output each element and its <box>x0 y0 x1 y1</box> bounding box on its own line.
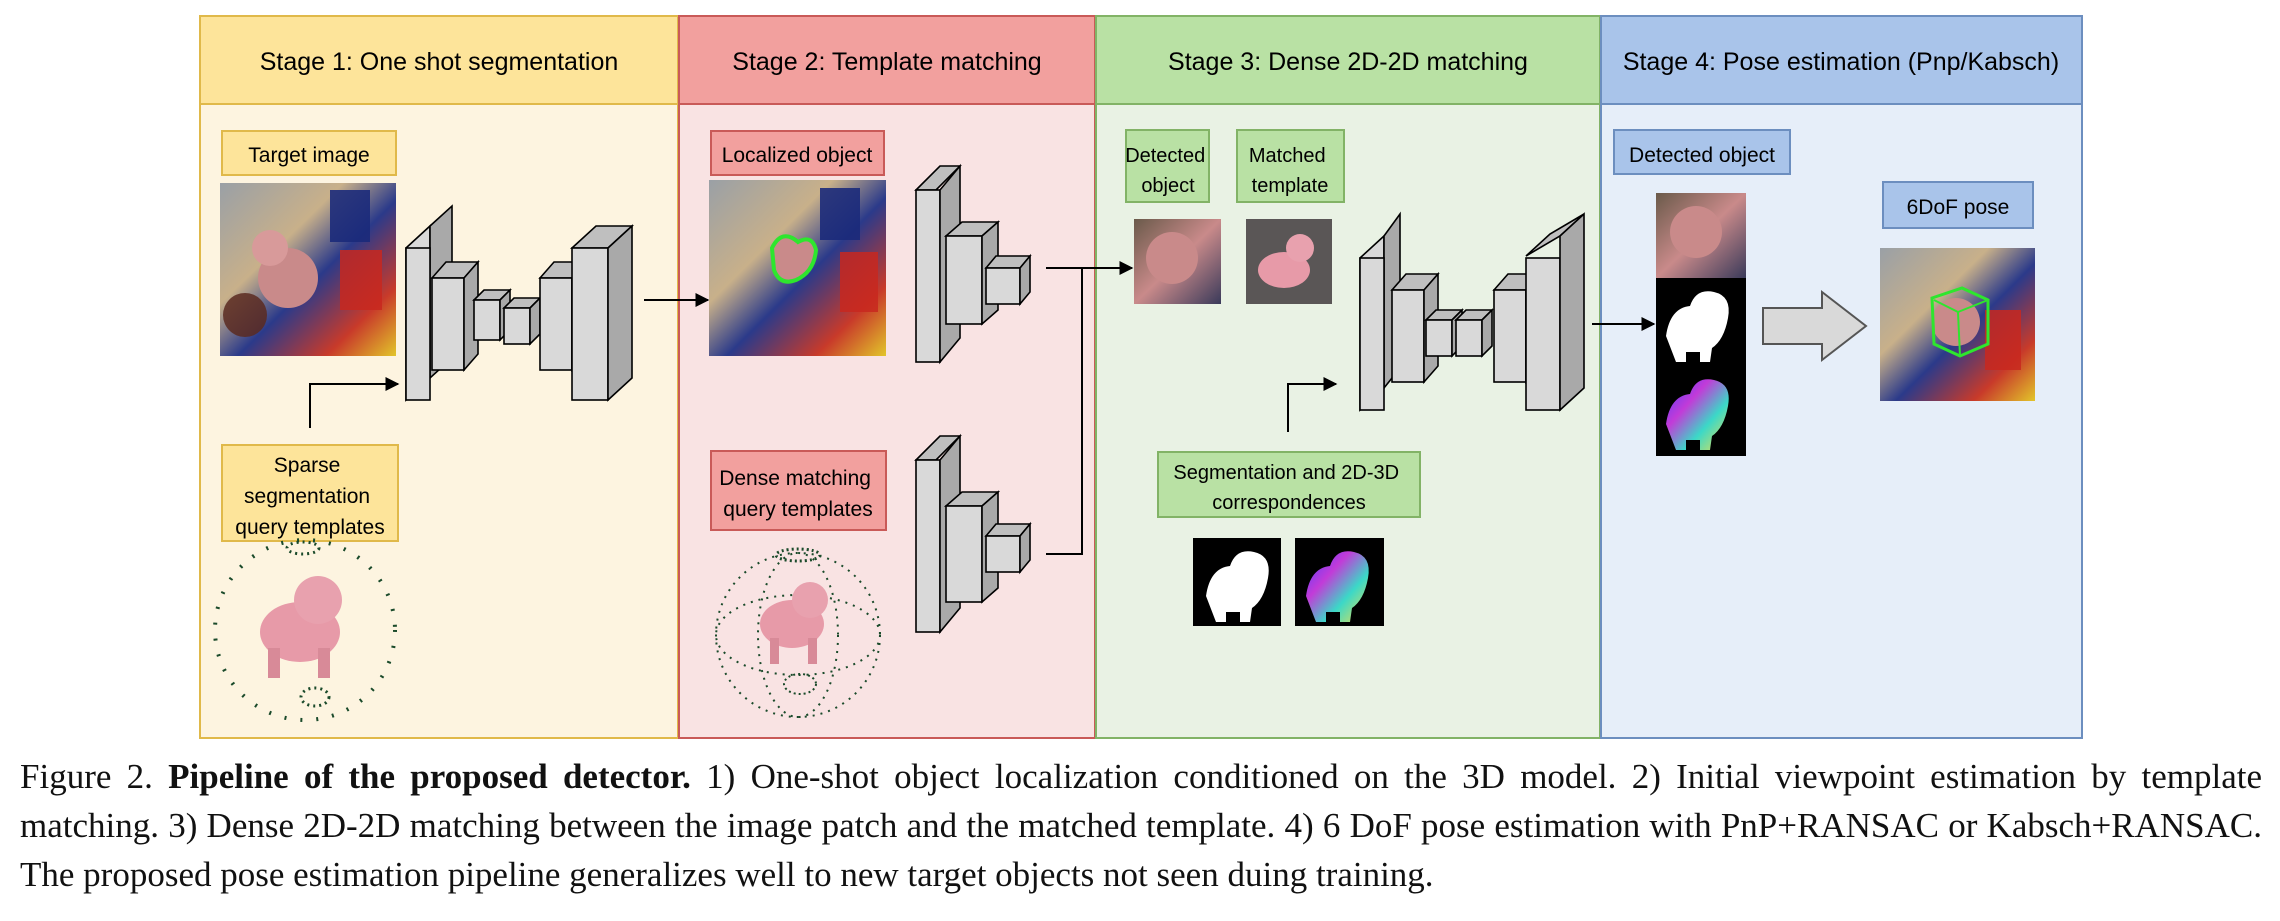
viewpoint-sphere-icon <box>213 538 397 722</box>
detected-object-stack <box>1656 193 1746 456</box>
stage-2-panel: Stage 2: Template matching <box>678 15 1096 739</box>
caption-text: 1) One-shot object localization conditio… <box>20 757 2262 894</box>
pipeline-figure: Stage 1: One shot segmentation Stage 2: … <box>199 15 2083 739</box>
detected-object-patch <box>1134 219 1221 304</box>
dense-templates-label-box <box>710 450 887 531</box>
seg-correspondences-label-box <box>1157 451 1421 518</box>
pose-result-image <box>1880 248 2035 401</box>
encoder-decoder-network-icon <box>405 204 635 402</box>
sparse-templates-label-box <box>221 444 399 542</box>
localized-object-label-box <box>710 130 885 176</box>
stage-3-panel: Stage 3: Dense 2D-2D matching <box>1095 15 1601 739</box>
localized-object-image <box>709 180 886 356</box>
detected-object-label: Detected object <box>1125 145 1211 197</box>
block-arrow-icon <box>1762 289 1868 363</box>
pose-6dof-label: 6DoF pose <box>1907 196 2010 219</box>
stage-1-title: Stage 1: One shot segmentation <box>260 48 619 76</box>
encoder-network-icon <box>914 163 1032 365</box>
localized-object-label: Localized object <box>722 144 873 167</box>
encoder-network-icon <box>914 433 1032 635</box>
viewpoint-sphere-icon <box>715 547 881 718</box>
correspondence-map <box>1295 538 1384 626</box>
arrow-icon <box>1287 377 1338 432</box>
sparse-templates-label: Sparse segmentation query templates <box>235 454 384 539</box>
target-image-label: Target image <box>248 144 369 167</box>
figure-caption: Figure 2. Pipeline of the proposed detec… <box>20 752 2262 899</box>
dense-templates-label: Dense matching query templates <box>719 467 877 521</box>
segmentation-mask <box>1193 538 1281 626</box>
stage-3-title: Stage 3: Dense 2D-2D matching <box>1168 48 1528 76</box>
seg-correspondences-label: Segmentation and 2D-3D correspondences <box>1173 462 1404 514</box>
arrow-icon <box>1046 268 1083 555</box>
pose-6dof-label-box <box>1882 181 2034 229</box>
caption-prefix: Figure 2. <box>20 757 169 796</box>
matched-template-label: Matched template <box>1249 145 1331 197</box>
stage-4-title: Stage 4: Pose estimation (Pnp/Kabsch) <box>1623 48 2059 76</box>
detected-object-s4-label-box <box>1613 129 1791 175</box>
arrow-icon <box>309 377 400 428</box>
stage-2-title: Stage 2: Template matching <box>732 48 1041 76</box>
matched-template-patch <box>1246 219 1332 304</box>
target-image-label-box <box>221 130 397 176</box>
detected-object-label-box <box>1125 129 1210 203</box>
target-image <box>220 183 396 356</box>
detected-object-s4-label: Detected object <box>1629 144 1775 167</box>
encoder-decoder-network-icon <box>1359 211 1585 412</box>
matched-template-label-box <box>1236 129 1345 203</box>
caption-bold: Pipeline of the proposed detector. <box>168 757 691 796</box>
